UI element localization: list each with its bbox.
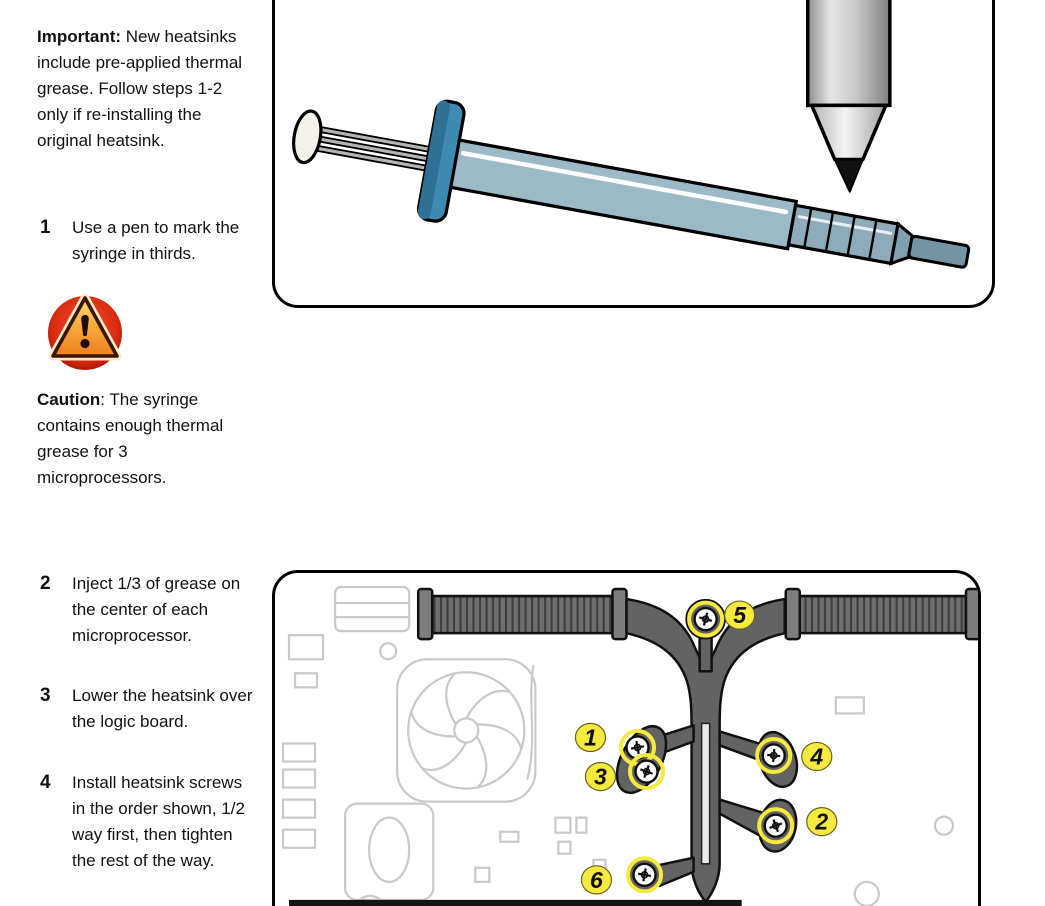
- syringe-tip: [907, 234, 971, 269]
- important-text: New heatsinks include pre-applied therma…: [37, 27, 243, 150]
- callout-number: 4: [809, 744, 823, 770]
- heatsink-screws: [618, 600, 795, 894]
- step-4: 4 Install heatsink screws in the order s…: [40, 770, 256, 874]
- step-number: 2: [40, 573, 51, 594]
- screw-callout-1: 1: [574, 722, 607, 753]
- syringe-plunger-cap: [292, 109, 323, 165]
- board-bottom-edge: [289, 899, 742, 906]
- screw-callout-3: 3: [584, 761, 617, 792]
- heatsink-screws-illustration: 1 2 3 4 5: [281, 585, 978, 906]
- step-text: Inject 1/3 of grease on the center of ea…: [72, 574, 241, 645]
- callout-number: 5: [733, 602, 747, 628]
- pen-body: [805, 0, 892, 108]
- syringe-flange: [416, 99, 466, 223]
- screw-callout-2: 2: [806, 807, 838, 837]
- step-number: 4: [40, 772, 51, 793]
- step-1: 1 Use a pen to mark the syringe in third…: [40, 215, 256, 267]
- warning-triangle-icon: [48, 293, 122, 370]
- pen-cone: [809, 103, 888, 162]
- screw-callout-5: 5: [724, 600, 756, 630]
- pen: [805, 0, 892, 193]
- step-number: 1: [40, 217, 51, 238]
- callout-number: 3: [594, 764, 607, 790]
- screw-5: [687, 600, 725, 638]
- screw-callout-6: 6: [580, 865, 613, 895]
- syringe-plunger-rods: [306, 124, 441, 174]
- fan-icon: [407, 671, 526, 790]
- syringe-barrel-highlight: [461, 150, 789, 215]
- step-number: 3: [40, 685, 51, 706]
- step-text: Use a pen to mark the syringe in thirds.: [72, 218, 240, 263]
- callout-number: 2: [814, 809, 828, 835]
- logic-board-lineart: [281, 585, 955, 906]
- step-text: Lower the heatsink over the logic board.: [72, 686, 253, 731]
- syringe-illustration: [292, 0, 971, 269]
- important-label: Important:: [37, 27, 122, 46]
- syringe-neck: [888, 221, 914, 266]
- screw-3: [628, 752, 666, 791]
- warning-icon: [44, 291, 126, 371]
- step-text: Install heatsink screws in the order sho…: [72, 773, 245, 870]
- syringe-barrel: [442, 137, 799, 251]
- syringe-graduations: [786, 203, 900, 266]
- screw-2: [757, 807, 795, 845]
- heatsink-right-bar: [784, 587, 978, 641]
- heatsink-rail-slot: [700, 722, 711, 865]
- pen-tip: [833, 158, 864, 193]
- step-2: 2 Inject 1/3 of grease on the center of …: [40, 571, 256, 649]
- syringe-figure-panel: [272, 0, 995, 308]
- screw-4: [755, 736, 793, 775]
- caution-text: : The syringe contains enough thermal gr…: [37, 390, 224, 487]
- caution-note: Caution: The syringe contains enough the…: [37, 387, 243, 491]
- screw-callouts: 1 2 3 4 5: [574, 600, 838, 895]
- callout-number: 6: [590, 867, 603, 893]
- screw-callout-4: 4: [801, 741, 833, 772]
- callout-number: 1: [584, 724, 597, 750]
- screw-6: [625, 856, 664, 894]
- caution-label: Caution: [37, 390, 101, 409]
- heatsink-left-bar: [416, 587, 628, 641]
- important-note: Important: New heatsinks include pre-app…: [37, 24, 251, 154]
- logic-board-figure-panel: 1 2 3 4 5: [272, 570, 981, 906]
- syringe: [292, 99, 971, 269]
- step-3: 3 Lower the heatsink over the logic boar…: [40, 683, 256, 735]
